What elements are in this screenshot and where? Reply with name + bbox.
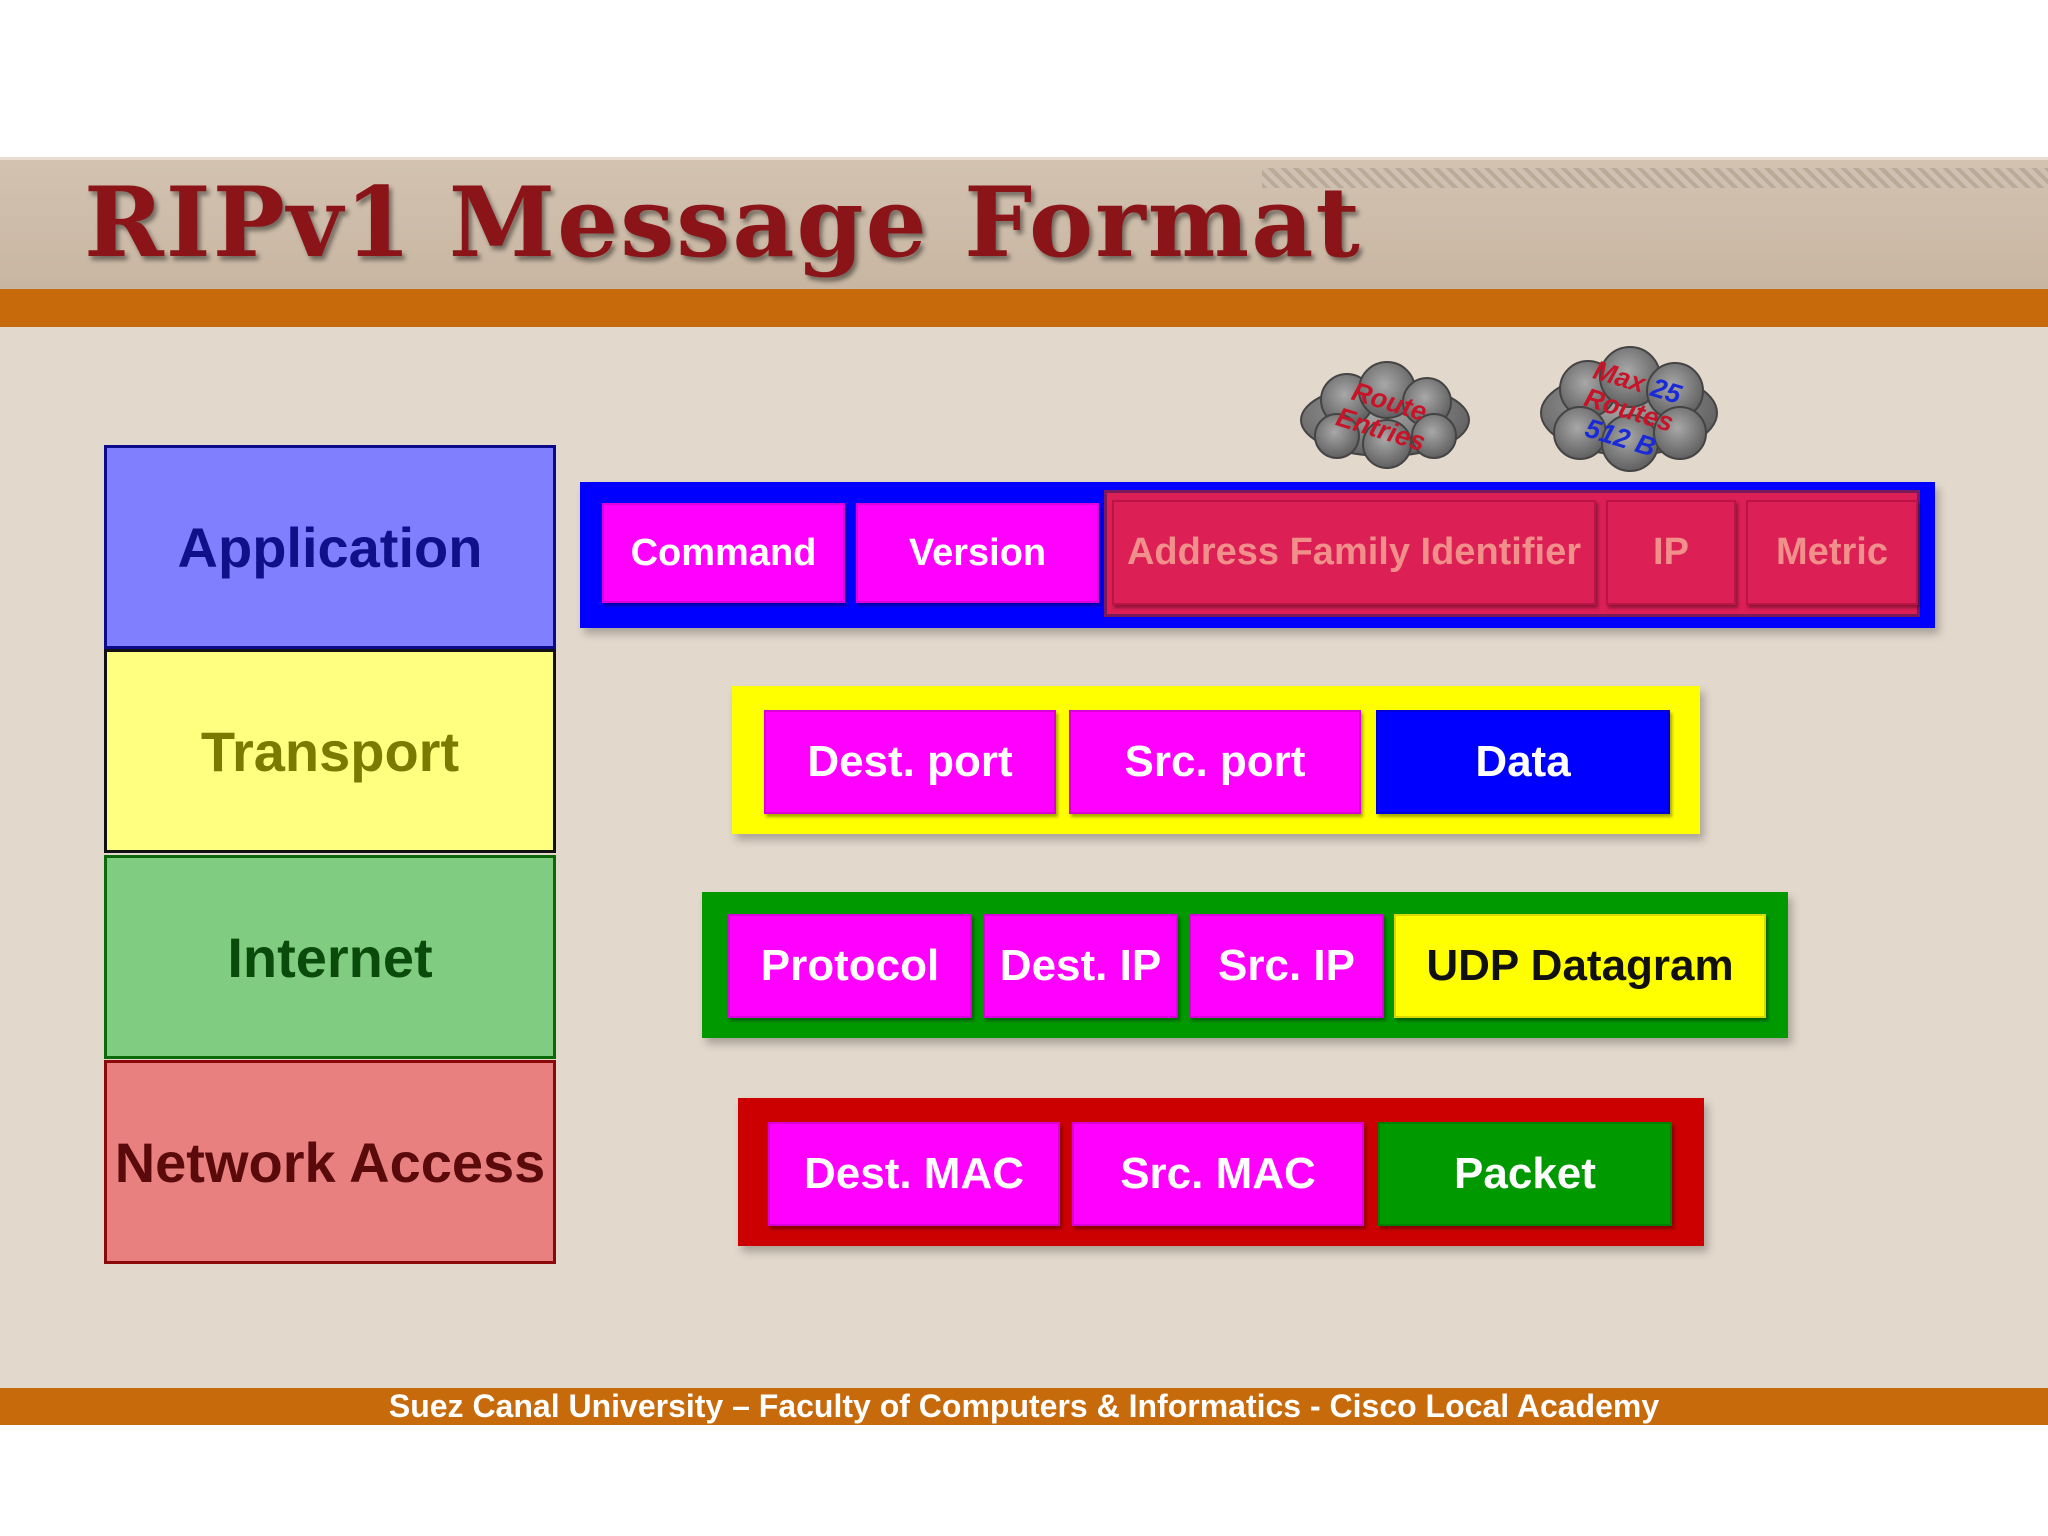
- footer-accent-bar: [0, 1388, 2048, 1425]
- field-command: Command: [602, 503, 845, 603]
- cloud-max-routes: Max 25 Routes 512 B: [1530, 345, 1728, 475]
- field-metric: Metric: [1746, 500, 1918, 605]
- field-dest-ip: Dest. IP: [983, 914, 1178, 1018]
- field-ip: IP: [1606, 500, 1736, 605]
- layer-network-access-label: Network Access: [114, 1130, 546, 1194]
- cloud-route-entries: Route Entries: [1292, 358, 1478, 474]
- layer-network-access: Network Access: [104, 1060, 556, 1264]
- field-udp-datagram: UDP Datagram: [1394, 914, 1766, 1018]
- field-dest-mac: Dest. MAC: [768, 1122, 1060, 1226]
- cloud-shape-icon: [1300, 361, 1470, 469]
- field-data: Data: [1376, 710, 1670, 814]
- footer-text: Suez Canal University – Faculty of Compu…: [388, 1388, 1660, 1424]
- layer-internet-label: Internet: [227, 925, 433, 989]
- field-src-mac: Src. MAC: [1072, 1122, 1364, 1226]
- layer-transport: Transport: [104, 649, 556, 853]
- layer-application-label: Application: [177, 515, 483, 579]
- cloud-shape-icon: [1540, 346, 1718, 472]
- header-accent-bar: [0, 289, 2048, 327]
- layer-transport-label: Transport: [200, 719, 460, 783]
- field-protocol: Protocol: [728, 914, 972, 1018]
- slide-title: RIPv1 Message Format: [84, 166, 1362, 279]
- field-packet: Packet: [1378, 1122, 1672, 1226]
- layer-internet: Internet: [104, 855, 556, 1059]
- field-version: Version: [856, 503, 1099, 603]
- header-hatch-decoration: [1262, 168, 2048, 188]
- field-src-ip: Src. IP: [1189, 914, 1384, 1018]
- field-src-port: Src. port: [1069, 710, 1361, 814]
- field-address-family-identifier: Address Family Identifier: [1112, 500, 1596, 605]
- layer-application: Application: [104, 445, 556, 649]
- field-dest-port: Dest. port: [764, 710, 1056, 814]
